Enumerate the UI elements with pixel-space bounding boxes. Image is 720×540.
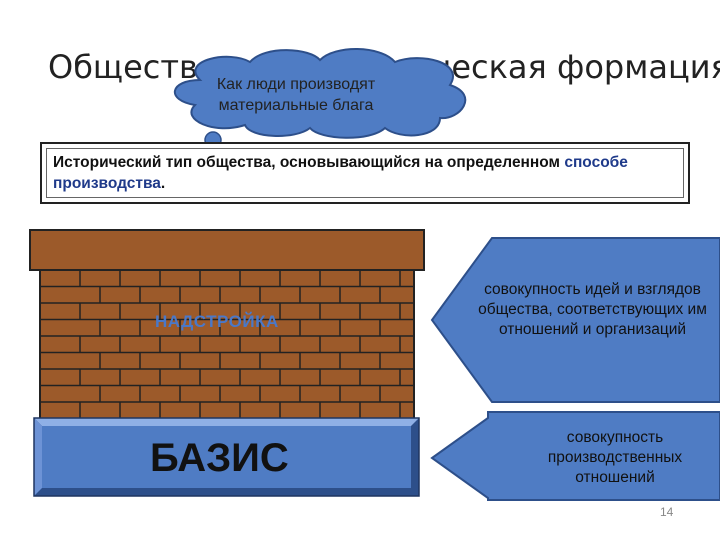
- cloud-text-line2: материальные блага: [218, 97, 374, 114]
- definition-end: .: [160, 175, 166, 192]
- superstructure-label: НАДСТРОЙКА: [155, 312, 279, 331]
- cloud-text: Как люди производят материальные блага: [206, 74, 386, 116]
- definition-highlight: способе производства: [53, 154, 628, 192]
- arrow-superstructure-text: совокупность идей и взглядов общества, с…: [478, 281, 707, 338]
- cloud-text-line1: Как люди производят: [216, 76, 376, 93]
- superstructure-roof: [29, 229, 425, 271]
- arrow-basis: [430, 411, 720, 501]
- basis-block: [33, 417, 420, 497]
- definition-part1: Исторический тип общества, основывающийс…: [53, 154, 565, 171]
- definition-box: Исторический тип общества, основывающийс…: [40, 142, 690, 204]
- superstructure-wall: [39, 269, 415, 421]
- definition-text: Исторический тип общества, основывающийс…: [46, 148, 684, 198]
- arrow-superstructure: [430, 237, 720, 403]
- arrow-basis-text: совокупность производственных отношений: [547, 429, 683, 486]
- basis-label: БАЗИС: [150, 436, 289, 480]
- page-number: 14: [660, 505, 674, 519]
